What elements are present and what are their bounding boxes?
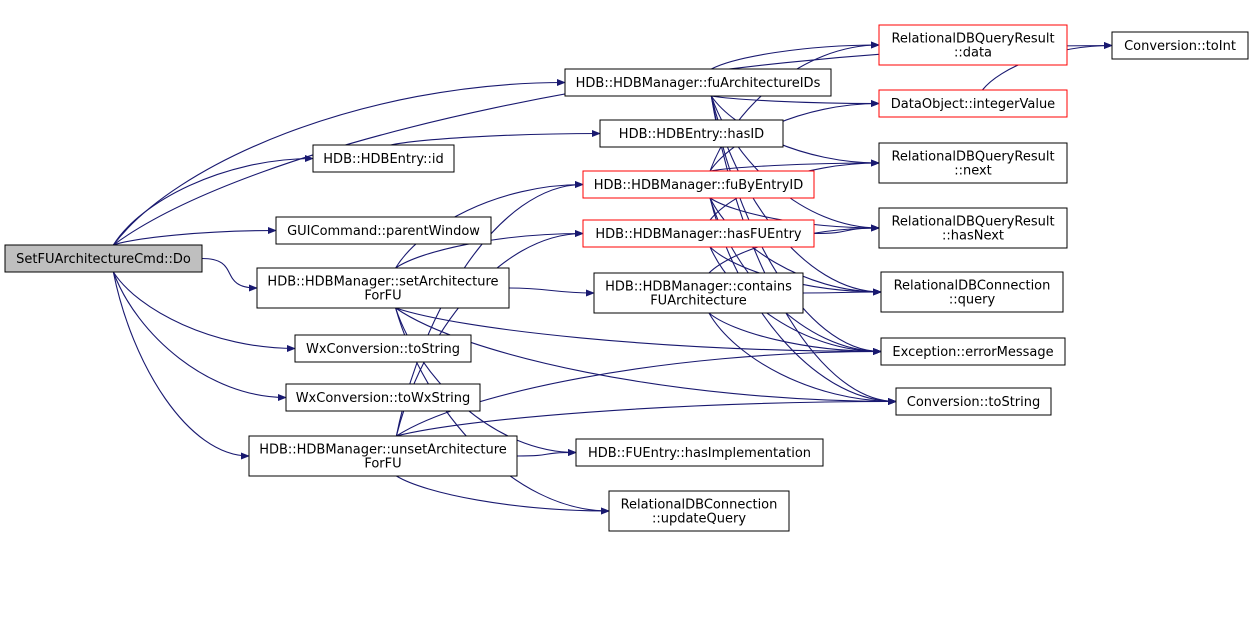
edge-set-arch-to-fu-by-entry [395,180,584,269]
node-conv-toint[interactable]: Conversion::toInt [1111,31,1249,60]
edge-has-fu-entry-to-error-message [709,246,882,356]
node-box [1111,31,1249,60]
node-label: ::next [954,164,992,179]
node-box [582,219,815,248]
node-wx-towxstring[interactable]: WxConversion::toWxString [285,383,481,412]
node-parent-window[interactable]: GUICommand::parentWindow [275,216,492,245]
node-label: HDB::HDBManager::contains [605,280,792,295]
edge-fu-by-entry-to-qr-hasnext [709,197,880,232]
node-box [878,142,1068,184]
edge-unset-arch-to-conv-tostring [396,397,897,437]
node-update-query[interactable]: RelationalDBConnection::updateQuery [608,490,790,532]
edge-root-to-entry-id [112,154,314,246]
edge-contains-fu-to-error-message [708,312,882,356]
nodes: SetFUArchitectureCmd::Do HDB::HDBEntry::i… [4,24,1249,532]
node-has-fu-entry[interactable]: HDB::HDBManager::hasFUEntry [582,219,815,248]
node-label: Conversion::toString [907,395,1041,410]
node-label: ForFU [364,289,401,304]
node-box [878,207,1068,249]
node-label: ::updateQuery [652,512,746,527]
node-label: HDB::HDBManager::hasFUEntry [595,227,802,242]
node-box [248,435,518,477]
node-box [593,272,804,314]
node-box [294,334,472,363]
edge-unset-arch-to-update-query [396,475,610,515]
node-label: FUArchitecture [650,294,747,309]
node-label: HDB::HDBManager::fuArchitectureIDs [576,76,821,91]
node-label: HDB::HDBEntry::id [323,152,443,167]
node-label: HDB::HDBManager::fuByEntryID [594,178,804,193]
node-box [275,216,492,245]
node-label: Exception::errorMessage [892,345,1053,360]
node-label: RelationalDBConnection [894,279,1051,294]
node-label: RelationalDBQueryResult [891,215,1054,230]
node-label: HDB::HDBManager::setArchitecture [267,275,498,290]
node-box [880,271,1064,313]
node-conv-tostring[interactable]: Conversion::toString [895,387,1052,416]
node-label: Conversion::toInt [1124,39,1236,54]
node-qr-next[interactable]: RelationalDBQueryResult::next [878,142,1068,184]
node-qr-hasnext[interactable]: RelationalDBQueryResult::hasNext [878,207,1068,249]
node-label: RelationalDBQueryResult [891,150,1054,165]
edge-set-arch-to-contains-fu [508,287,595,297]
node-box [582,170,815,199]
edge-fu-by-entry-to-conn-query [709,197,882,296]
node-box [256,267,510,309]
node-box [878,24,1068,66]
edge-root-to-wx-tostring [112,271,296,353]
edge-fu-arch-ids-to-integer-value [711,95,880,108]
node-box [285,383,481,412]
node-box [564,68,832,97]
node-label: ::data [954,46,992,61]
edge-contains-fu-to-conn-query [802,288,882,296]
node-has-impl[interactable]: HDB::FUEntry::hasImplementation [575,438,824,467]
edge-root-to-set-arch [201,257,258,292]
edge-fu-by-entry-to-qr-next [709,159,880,172]
edge-root-to-parent-window [113,226,277,246]
node-label: RelationalDBConnection [621,498,778,513]
node-label: RelationalDBQueryResult [891,32,1054,47]
node-root[interactable]: SetFUArchitectureCmd::Do [4,244,203,273]
node-label: ::hasNext [942,229,1004,244]
node-box [878,89,1068,118]
node-error-message[interactable]: Exception::errorMessage [880,337,1066,366]
node-qr-data[interactable]: RelationalDBQueryResult::data [878,24,1068,66]
edge-root-to-wx-towxstring [112,271,287,402]
node-label: HDB::HDBEntry::hasID [619,127,764,142]
node-integer-value[interactable]: DataObject::integerValue [878,89,1068,118]
node-wx-tostring[interactable]: WxConversion::toString [294,334,472,363]
node-label: HDB::HDBManager::unsetArchitecture [259,443,507,458]
node-box [608,490,790,532]
node-has-id[interactable]: HDB::HDBEntry::hasID [599,119,784,148]
edge-unset-arch-to-has-impl [516,448,577,457]
node-label: GUICommand::parentWindow [287,224,480,239]
node-box [880,337,1066,366]
node-label: WxConversion::toString [306,342,460,357]
node-box [312,144,455,173]
node-label: WxConversion::toWxString [296,391,471,406]
node-label: DataObject::integerValue [891,97,1055,112]
node-conn-query[interactable]: RelationalDBConnection::query [880,271,1064,313]
node-box [599,119,784,148]
edge-root-to-unset-arch [112,271,250,460]
node-label: ForFU [364,457,401,472]
node-label: HDB::FUEntry::hasImplementation [588,446,811,461]
node-box [895,387,1052,416]
edge-contains-fu-to-conv-tostring [708,312,897,406]
node-fu-arch-ids[interactable]: HDB::HDBManager::fuArchitectureIDs [564,68,832,97]
node-label: ::query [949,293,996,308]
edge-fu-arch-ids-to-qr-data [711,41,880,70]
node-box [575,438,824,467]
edge-fu-by-entry-to-qr-data [709,41,880,172]
node-label: SetFUArchitectureCmd::Do [16,252,191,267]
node-entry-id[interactable]: HDB::HDBEntry::id [312,144,455,173]
node-fu-by-entry[interactable]: HDB::HDBManager::fuByEntryID [582,170,815,199]
edge-entry-id-to-has-id [390,129,601,146]
node-box [4,244,203,273]
edge-unset-arch-to-error-message [396,347,882,437]
